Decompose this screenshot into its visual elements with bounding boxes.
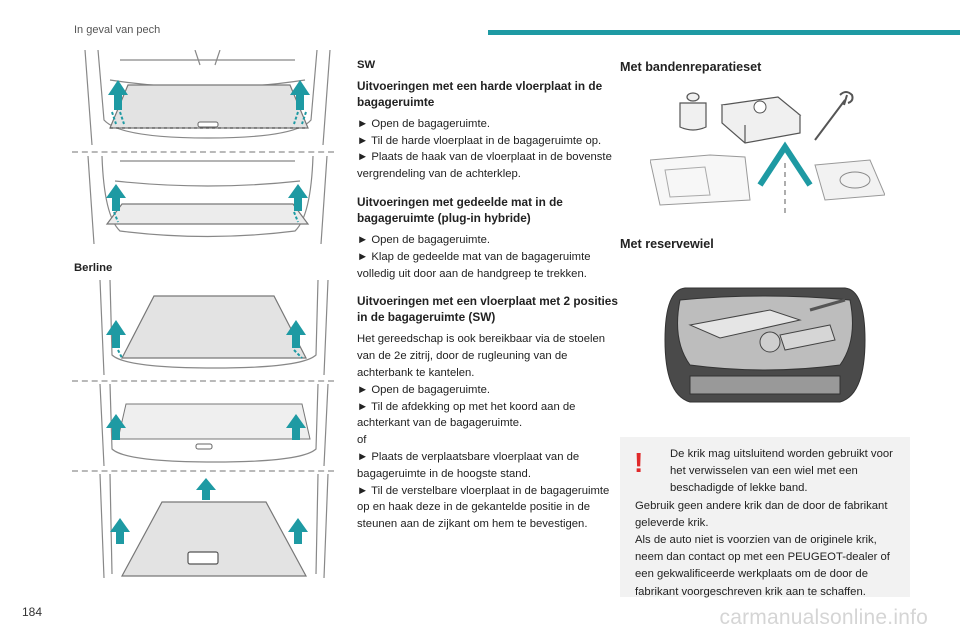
instruction-line: ► Til de harde vloerplaat in de bagageru…	[357, 134, 602, 147]
exclamation-icon: !	[634, 447, 644, 478]
instruction-line: Het gereedschap is ook bereikbaar via de…	[357, 333, 606, 379]
trunk-figure-berline-3	[99, 474, 329, 579]
running-header: In geval van pech	[74, 24, 161, 36]
figure-separator	[72, 151, 334, 153]
warning-paragraph: Als de auto niet is voorzien van de orig…	[635, 534, 890, 598]
tyre-repair-kit-figure	[650, 91, 885, 215]
middle-column: SW Uitvoeringen met een harde vloerplaat…	[357, 57, 619, 533]
heading-spare-wheel: Met reservewiel	[620, 237, 714, 251]
warning-box: ! De krik mag uitsluitend worden gebruik…	[620, 437, 910, 598]
warning-paragraph: Gebruik geen andere krik dan de door de …	[635, 499, 888, 529]
figure-separator	[72, 470, 334, 472]
warning-paragraph: De krik mag uitsluitend worden gebruikt …	[670, 448, 893, 495]
lift-arrow-icon	[108, 80, 310, 110]
trunk-figure-berline-2	[99, 384, 329, 467]
warning-text: De krik mag uitsluitend worden gebruikt …	[635, 446, 903, 601]
trunk-figure-sw-hard-floor	[84, 50, 331, 146]
instruction-line: ► Til de verstelbare vloerplaat in de ba…	[357, 484, 610, 531]
page-number: 184	[22, 605, 43, 619]
instruction-line: ► Open de bagageruimte.	[357, 117, 491, 130]
trunk-figure-split-mat	[87, 156, 328, 245]
watermark: carmanualsonline.info	[719, 606, 928, 629]
section-heading: Uitvoeringen met een harde vloerplaat in…	[357, 78, 603, 109]
instruction-line: ► Plaats de verplaatsbare vloerplaat van…	[357, 450, 580, 480]
instruction-line: of	[357, 434, 367, 447]
instruction-line: ► Klap de gedeelde mat van de bagageruim…	[357, 250, 591, 280]
spare-wheel-figure	[664, 287, 866, 403]
instruction-line: ► Til de afdekking op met het koord aan …	[357, 400, 576, 430]
instruction-line: ► Open de bagageruimte.	[357, 383, 491, 396]
header-accent-bar	[488, 30, 960, 35]
berline-label: Berline	[74, 262, 113, 274]
instruction-line: ► Open de bagageruimte.	[357, 233, 491, 246]
heading-repair-kit: Met bandenreparatieset	[620, 60, 762, 74]
sw-label: SW	[357, 59, 376, 71]
section-heading: Uitvoeringen met een vloerplaat met 2 po…	[357, 294, 618, 325]
trunk-figure-berline-1	[99, 280, 329, 376]
section-heading: Uitvoeringen met gedeelde mat in de baga…	[357, 194, 563, 225]
instruction-line: ► Plaats de haak van de vloerplaat in de…	[357, 151, 612, 181]
figure-separator	[72, 380, 334, 382]
